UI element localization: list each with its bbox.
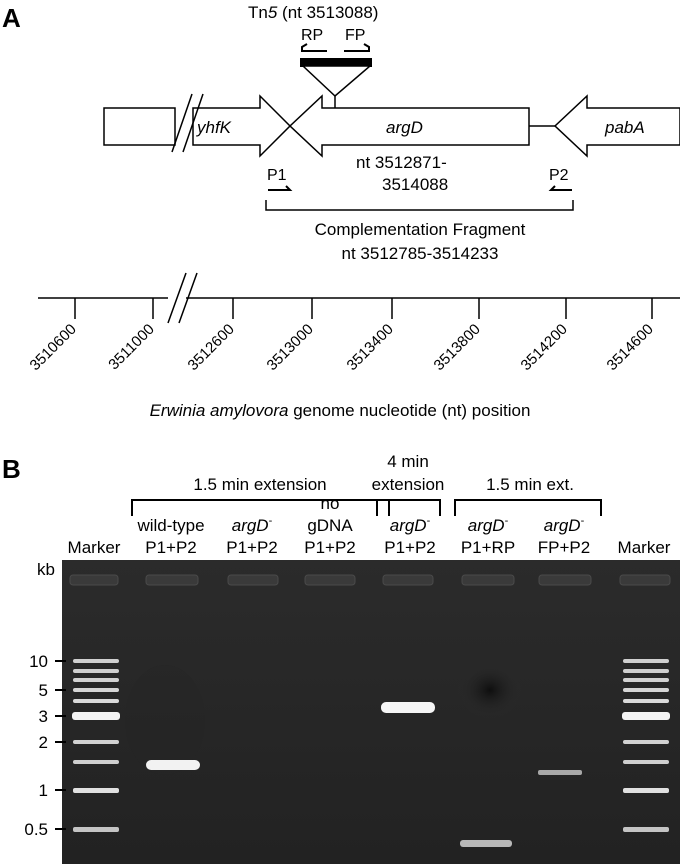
kb-tick-label: 3	[39, 707, 48, 726]
p2-label: P2	[549, 167, 569, 184]
group-bracket-2	[376, 499, 441, 516]
lane-label-no-gdna-line0: no	[321, 494, 340, 513]
panel-a: A Tn5 (nt 3513088) RP FP yhfK argD	[2, 3, 680, 420]
kb-axis-label: kb	[37, 560, 55, 579]
genome-axis	[38, 272, 680, 324]
axis-tick-label: 3514200	[518, 321, 571, 374]
argD-coords-line1: nt 3512871-	[356, 153, 447, 172]
lane-label-argD-rp-line1: argD-	[468, 515, 509, 535]
kb-tick-label: 0.5	[24, 820, 48, 839]
rp-label: RP	[301, 27, 323, 44]
lane-label-wild-type-line1: wild-type	[136, 516, 204, 535]
axis-tick-label: 3513800	[431, 321, 484, 374]
group-bracket-1	[131, 499, 390, 516]
lane-label-argD-4min-line2: P1+P2	[384, 538, 436, 557]
gene-argD	[288, 94, 530, 158]
gene-label-argD: argD	[386, 118, 423, 137]
tn5-label: Tn5 (nt 3513088)	[248, 3, 378, 22]
gene-label-pabA: pabA	[604, 118, 645, 137]
panel-b: B 1.5 min extension 4 min extension 1.5 …	[2, 452, 680, 864]
lane-label-no-gdna-line2: P1+P2	[304, 538, 356, 557]
axis-tick-label: 3512600	[185, 321, 238, 374]
axis-tick-label: 3510600	[27, 321, 80, 374]
group-bracket-3	[454, 499, 602, 516]
tn5-bar	[300, 58, 372, 67]
kb-axis	[55, 660, 66, 830]
lane-label-no-gdna-line1: gDNA	[307, 516, 353, 535]
lane-label-argD-rp-line2: P1+RP	[461, 538, 515, 557]
lane-label-wild-type-line2: P1+P2	[145, 538, 197, 557]
p1-label: P1	[267, 167, 287, 184]
fragment-label-line2: nt 3512785-3514233	[342, 244, 499, 263]
group-label-2-line1: 4 min	[387, 452, 429, 471]
axis-tick-label: 3511000	[105, 321, 158, 374]
marker-ladder-left	[72, 659, 120, 832]
lane-label-argD-fp-line2: FP+P2	[538, 538, 590, 557]
band-argD-fp-p2	[538, 770, 582, 775]
genome-axis-tick-labels: 3510600 3511000 3512600 3513000 3513400 …	[27, 321, 657, 374]
lane-label-argD-line1: argD-	[232, 515, 273, 535]
kb-tick-label: 5	[39, 681, 48, 700]
group-label-1: 1.5 min extension	[193, 475, 326, 494]
group-label-2-line2: extension	[372, 475, 445, 494]
fragment-label-line1: Complementation Fragment	[315, 220, 526, 239]
kb-tick-label: 2	[39, 733, 48, 752]
kb-tick-label: 10	[29, 652, 48, 671]
lane-label-marker-left: Marker	[68, 538, 121, 557]
panel-a-letter: A	[2, 3, 21, 33]
tn5-insertion-triangle	[301, 65, 373, 98]
p2-primer-arrow	[548, 185, 572, 191]
rp-primer-arrow	[301, 43, 327, 52]
gene-yhfK	[103, 94, 292, 158]
lane-label-argD-4min-line1: argD-	[390, 515, 431, 535]
band-argD-p1-rp	[460, 840, 512, 847]
axis-tick-label: 3513400	[344, 321, 397, 374]
gene-label-yhfK: yhfK	[196, 118, 232, 137]
p1-primer-arrow	[268, 185, 293, 191]
lane-label-argD-fp-line1: argD-	[544, 515, 585, 535]
lane-label-argD-line2: P1+P2	[226, 538, 278, 557]
gene-break-mark	[171, 93, 193, 153]
lane-label-marker-right: Marker	[618, 538, 671, 557]
kb-tick-label: 1	[39, 781, 48, 800]
genome-axis-title: Erwinia amylovora genome nucleotide (nt)…	[150, 401, 531, 420]
gene-break-mark	[182, 93, 204, 153]
complementation-bracket	[265, 200, 574, 211]
panel-b-letter: B	[2, 454, 21, 484]
axis-tick-label: 3513000	[264, 321, 317, 374]
fp-label: FP	[345, 27, 365, 44]
band-wild-type	[146, 760, 200, 770]
marker-ladder-right	[622, 659, 670, 832]
argD-coords-line2: 3514088	[382, 175, 448, 194]
axis-tick-label: 3514600	[604, 321, 657, 374]
gel-image	[62, 560, 680, 864]
group-label-3: 1.5 min ext.	[486, 475, 574, 494]
gene-pabA	[553, 94, 680, 158]
fp-primer-arrow	[344, 43, 370, 52]
band-argD-4min	[381, 702, 435, 713]
